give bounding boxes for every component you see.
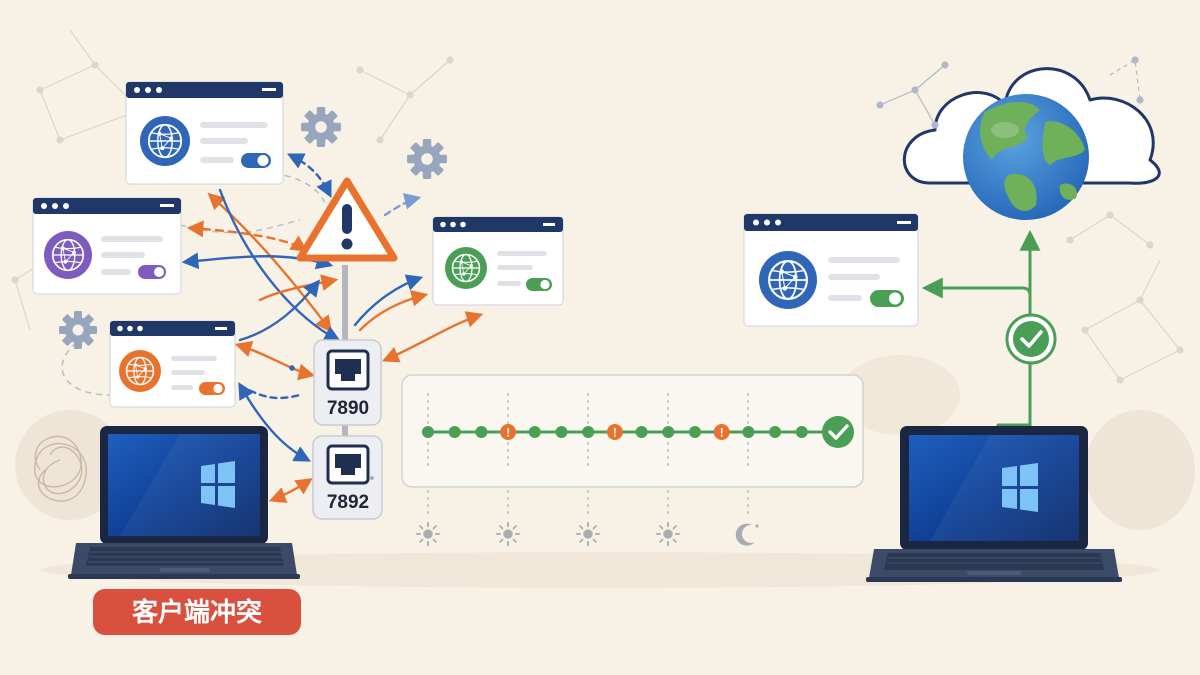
svg-text:!: ! xyxy=(720,426,724,440)
timeline-warning-node: ! xyxy=(606,424,623,440)
ethernet-port-icon xyxy=(326,444,370,485)
background-blob xyxy=(1085,410,1195,530)
svg-text:!: ! xyxy=(613,426,617,440)
toggle-switch[interactable] xyxy=(526,278,552,291)
sun-icon xyxy=(415,521,441,547)
timeline-node xyxy=(795,426,808,438)
timeline-node xyxy=(689,426,701,438)
proxy-client-window xyxy=(125,81,284,185)
timeline-node xyxy=(742,426,755,438)
conflict-arrows xyxy=(181,153,484,504)
timeline-node xyxy=(422,426,434,438)
windows-logo-icon xyxy=(1002,463,1038,512)
ethernet-port-icon xyxy=(326,349,370,391)
proxy-client-window xyxy=(432,216,564,306)
windows-logo-icon xyxy=(201,461,235,508)
timeline-node xyxy=(635,426,648,438)
connector-pole xyxy=(342,415,348,437)
timeline-node xyxy=(662,426,675,438)
toggle-switch[interactable] xyxy=(241,153,271,168)
port-box: 7890 xyxy=(313,339,382,426)
gear-icon xyxy=(407,139,447,179)
timeline-panel: !!! xyxy=(401,374,864,488)
svg-text:!: ! xyxy=(506,426,510,440)
warning-triangle-icon xyxy=(296,177,398,262)
timeline-node xyxy=(582,426,595,438)
laptop-right xyxy=(866,426,1122,582)
toggle-switch[interactable] xyxy=(870,290,904,307)
port-label: 7892 xyxy=(327,492,369,513)
timeline-warning-node: ! xyxy=(713,424,730,440)
conflict-badge: 客户端冲突 xyxy=(93,589,301,635)
port-box: 7892 xyxy=(312,435,383,520)
laptop-left xyxy=(68,426,300,579)
sun-icon xyxy=(495,521,521,547)
timeline-node xyxy=(475,426,488,438)
globe-icon xyxy=(963,94,1089,220)
clean-connection xyxy=(921,229,1041,427)
tangle-scribble xyxy=(34,435,87,502)
proxy-client-window xyxy=(743,213,919,327)
conflict-badge-label: 客户端冲突 xyxy=(132,597,262,628)
port-label: 7890 xyxy=(327,398,369,419)
gear-icon xyxy=(301,107,341,147)
moon-icon xyxy=(735,523,759,546)
background-blob xyxy=(840,355,960,435)
background-decoration xyxy=(876,56,1144,129)
timeline-node xyxy=(769,426,782,438)
timeline-node xyxy=(555,426,568,438)
toggle-switch[interactable] xyxy=(138,265,166,279)
background-decoration xyxy=(11,29,1184,384)
toggle-switch[interactable] xyxy=(199,382,225,395)
proxy-client-window xyxy=(32,197,182,295)
connector-pole xyxy=(342,265,348,345)
proxy-client-window xyxy=(109,320,236,408)
gear-icon xyxy=(59,311,97,349)
timeline-node xyxy=(448,426,461,438)
sun-icon xyxy=(575,521,601,547)
timeline-warning-node: ! xyxy=(500,424,517,440)
timeline-end-check xyxy=(822,416,854,448)
sun-icon xyxy=(655,521,681,547)
timeline-node xyxy=(528,426,541,438)
connection-ok-check xyxy=(1005,313,1057,365)
